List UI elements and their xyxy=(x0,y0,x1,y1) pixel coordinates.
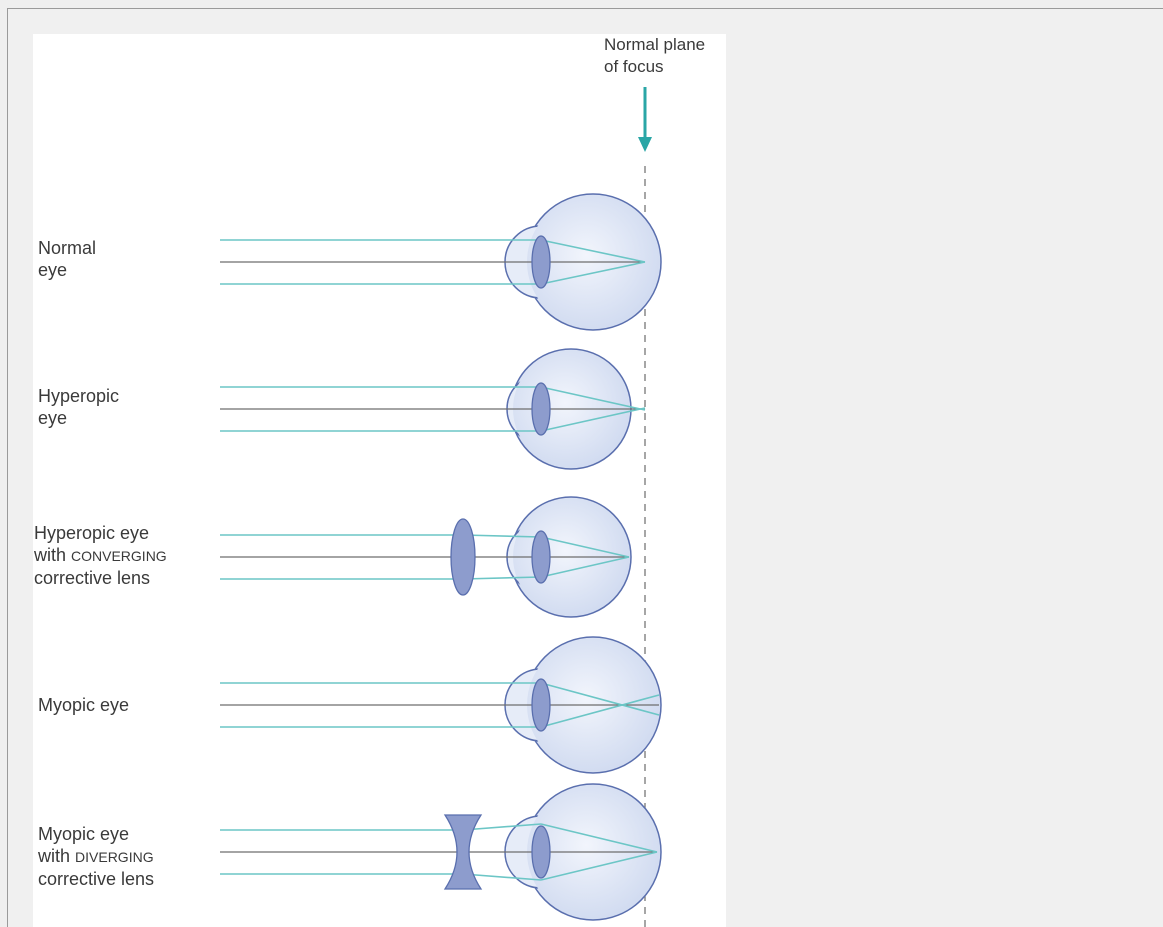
row-label-line3: corrective lens xyxy=(38,869,155,889)
row-label-line2-prefix: with xyxy=(34,545,72,565)
row-label-line1: Hyperopic xyxy=(38,386,120,406)
row-label-line2: with DIVERGING xyxy=(38,845,154,868)
row-label-myopic-corrected: Myopic eye with DIVERGING corrective len… xyxy=(38,823,154,890)
row-label-line2: eye xyxy=(38,408,68,428)
row-label-lens-type: CONVERGING xyxy=(71,548,167,564)
row-label-line2: eye xyxy=(38,260,68,280)
eye-lens xyxy=(531,825,551,879)
normal-eye-figure xyxy=(220,193,662,331)
focus-plane-label-line1: Normal plane xyxy=(604,35,706,54)
eye-diagram xyxy=(220,87,662,927)
row-label-normal: Normal eye xyxy=(38,237,96,281)
myopic-corrected-eye-figure xyxy=(220,783,662,921)
diverging-lens xyxy=(443,814,483,890)
refracted-ray-bottom xyxy=(540,261,646,285)
refracted-ray-top xyxy=(540,239,646,263)
focus-plane-label: Normal plane of focus xyxy=(604,34,705,78)
myopic-eye-figure xyxy=(220,636,662,774)
row-label-line1: Normal xyxy=(38,238,97,258)
row-label-line1: Hyperopic eye xyxy=(34,523,150,543)
focus-arrow xyxy=(638,87,652,152)
eye-lens xyxy=(531,235,551,289)
diagram-panel: Normal plane of focus Normal eye Hyperop… xyxy=(33,34,726,927)
row-label-hyperopic: Hyperopic eye xyxy=(38,385,119,429)
focus-plane-label-line2: of focus xyxy=(604,57,664,76)
eye-lens xyxy=(531,382,551,436)
eye-lens xyxy=(531,530,551,584)
row-label-lens-type: DIVERGING xyxy=(75,849,154,865)
row-label-line1: Myopic eye xyxy=(38,695,130,715)
hyperopic-corrected-eye-figure xyxy=(220,496,632,618)
row-label-hyperopic-corrected: Hyperopic eye with CONVERGING corrective… xyxy=(34,522,167,589)
row-label-line1: Myopic eye xyxy=(38,824,130,844)
hyperopic-eye-figure xyxy=(220,348,646,470)
row-label-line3: corrective lens xyxy=(34,568,151,588)
row-label-myopic: Myopic eye xyxy=(38,694,129,716)
row-label-line2: with CONVERGING xyxy=(34,544,167,567)
row-label-line2-prefix: with xyxy=(38,846,76,866)
converging-lens xyxy=(450,518,476,596)
eye-lens xyxy=(531,678,551,732)
